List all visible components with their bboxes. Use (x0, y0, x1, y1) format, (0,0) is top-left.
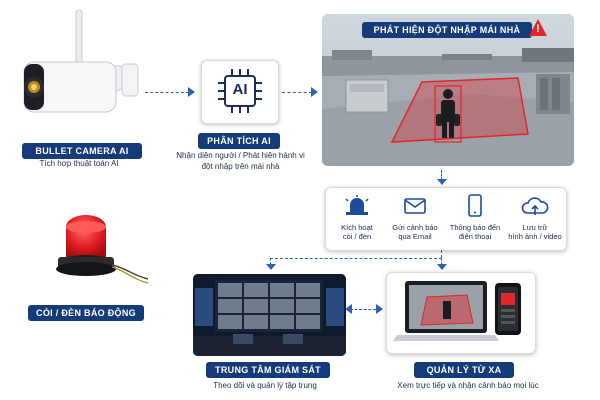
action-email: Gửi cảnh báo qua Email (386, 194, 444, 241)
monitor-title: TRUNG TÂM GIÁM SÁT (206, 362, 330, 378)
cloud-upload-icon (521, 197, 549, 215)
action-storage: Lưu trữ hình ảnh / video (506, 194, 564, 241)
analysis-title: PHÂN TÍCH AI (198, 133, 280, 149)
remote-title: QUẢN LÝ TỪ XA (414, 362, 514, 378)
action-line1: Kích hoạt (341, 223, 373, 232)
arrow-to-remote (441, 258, 442, 265)
action-line2: điện thoại (458, 232, 492, 241)
action-phone: Thông báo đến điện thoại (446, 194, 504, 241)
arrow-head-icon (437, 179, 447, 185)
remote-subtitle: Xem trực tiếp và nhận cảnh báo mọi lúc (397, 381, 539, 390)
action-line1: Lưu trữ (522, 223, 548, 232)
laptop-phone-image (393, 281, 521, 341)
arrow-camera-to-ai (145, 92, 189, 93)
monitoring-center-image (193, 274, 346, 356)
ai-chip-card: AI (201, 60, 279, 124)
warning-icon: ! (528, 18, 548, 38)
arrow-head-icon (311, 87, 318, 97)
warning-symbol: ! (536, 23, 540, 35)
siren-light-image (44, 205, 154, 295)
ai-chip-text: AI (232, 81, 248, 98)
arrow-head-icon (266, 264, 276, 270)
action-line2: hình ảnh / video (508, 232, 562, 241)
action-siren: Kích hoạt còi / đèn (330, 194, 384, 241)
arrow-actions-stem (441, 250, 442, 258)
remote-devices-card (386, 272, 536, 354)
siren-title: CÒI / ĐÈN BÁO ĐỘNG (28, 305, 144, 321)
action-line2: qua Email (398, 232, 432, 241)
arrow-head-icon (376, 304, 383, 314)
camera-subtitle: Tích hợp thuật toán AI (39, 159, 119, 168)
camera-title: BULLET CAMERA AI (22, 143, 142, 159)
arrow-to-monitor (270, 258, 271, 265)
bullet-camera-image (14, 8, 144, 128)
arrow-detection-to-actions (441, 170, 442, 180)
arrow-ai-to-detection (282, 92, 312, 93)
ai-chip-icon (218, 69, 262, 113)
monitor-subtitle: Theo dõi và quản lý tập trung (213, 381, 317, 390)
arrow-branch-line (270, 258, 442, 259)
action-line2: còi / đèn (342, 232, 372, 241)
analysis-desc-line2: đột nhập trên mái nhà (201, 162, 280, 171)
analysis-desc-line1: Nhận diện người / Phát hiện hành vi (176, 151, 305, 160)
detection-title: PHÁT HIỆN ĐỘT NHẬP MÁI NHÀ (362, 22, 532, 38)
email-icon (404, 198, 426, 214)
siren-icon (345, 195, 369, 215)
rooftop-detection-image: PHÁT HIỆN ĐỘT NHẬP MÁI NHÀ ! (322, 14, 574, 166)
arrow-head-icon (188, 87, 195, 97)
arrow-remote-to-monitor (350, 309, 376, 310)
actions-card: Kích hoạt còi / đèn Gửi cảnh báo qua Ema… (325, 187, 567, 251)
arrow-head-icon (345, 304, 352, 314)
action-line1: Thông báo đến (449, 223, 501, 232)
action-line1: Gửi cảnh báo (392, 223, 438, 232)
phone-icon (468, 194, 482, 217)
arrow-head-icon (437, 264, 447, 270)
